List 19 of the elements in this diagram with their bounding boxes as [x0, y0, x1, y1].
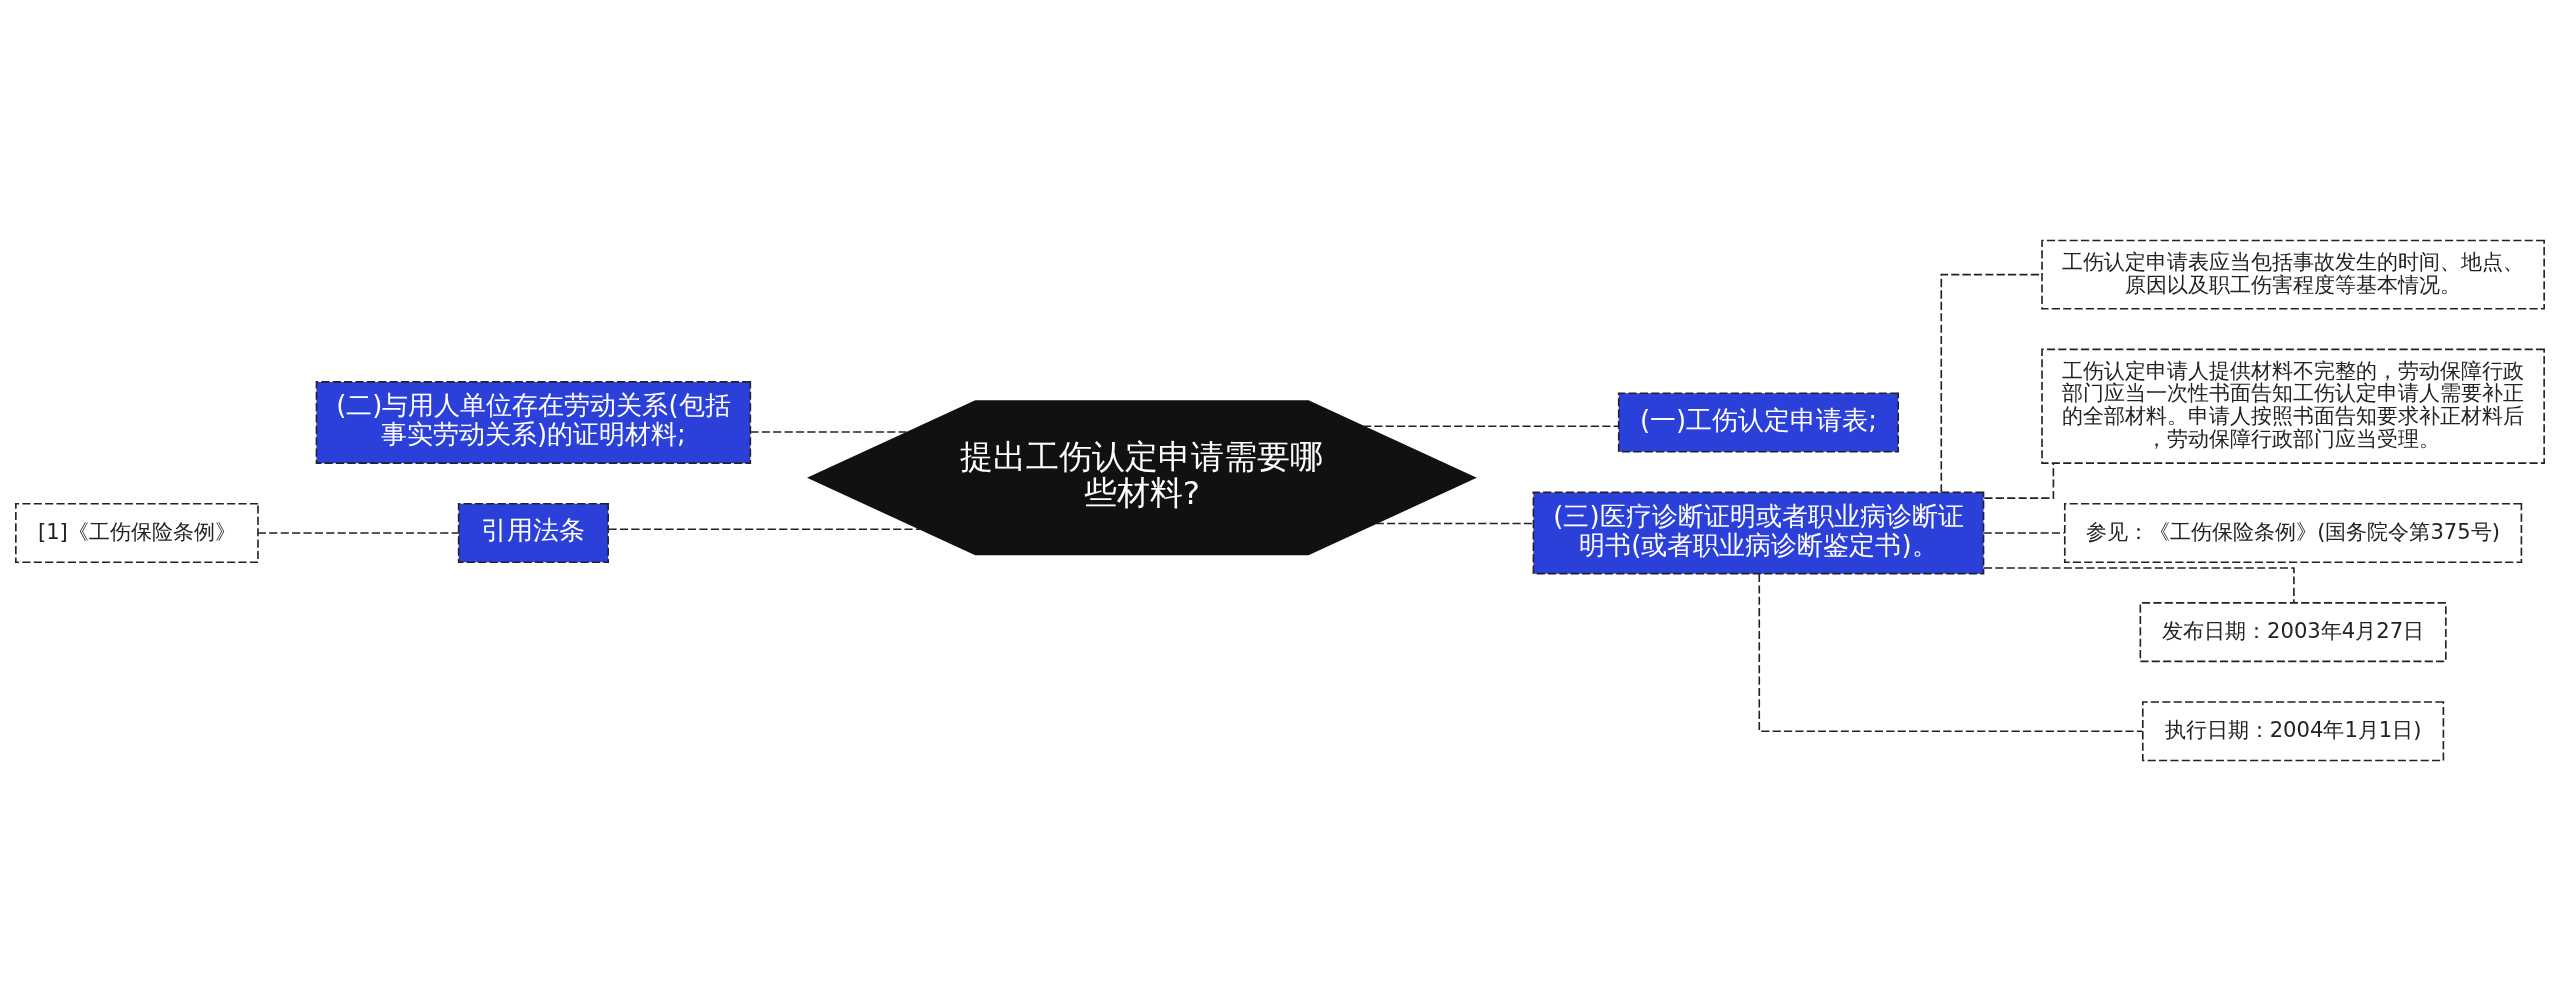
- node-box: [1]《工伤保险条例》: [15, 502, 259, 564]
- connector: [1983, 462, 2055, 499]
- connector: [257, 532, 460, 534]
- node-box: 执行日期：2004年1月1日): [2141, 701, 2445, 762]
- connector: [1375, 522, 1535, 525]
- connector: [1982, 532, 2066, 534]
- connector: [1758, 573, 2144, 733]
- node-box: 引用法条: [457, 502, 609, 564]
- connector: [1983, 567, 2295, 604]
- node-box: (三)医疗诊断证明或者职业病诊断证明书(或者职业病诊断鉴定书)。: [1532, 491, 1985, 575]
- node-box: 发布日期：2003年4月27日: [2139, 602, 2447, 663]
- connector: [1362, 425, 1620, 428]
- node-box: (一)工伤认定申请表;: [1617, 392, 1900, 453]
- node-box: 参见：《工伤保险条例》(国务院令第375号): [2063, 502, 2523, 564]
- connector: [749, 431, 909, 433]
- connector: [607, 528, 922, 531]
- node-box: (二)与用人单位存在劳动关系(包括事实劳动关系)的证明材料;: [315, 381, 752, 464]
- node-box: 工伤认定申请人提供材料不完整的，劳动保障行政部门应当一次性书面告知工伤认定申请人需要补正的全部材料。申请人按照书面告知要求补正材料后，劳动保障行政部门应当受理。: [2041, 348, 2545, 464]
- node-box: 工伤认定申请表应当包括事故发生的时间、地点、原因以及职工伤害程度等基本情况。: [2041, 239, 2545, 310]
